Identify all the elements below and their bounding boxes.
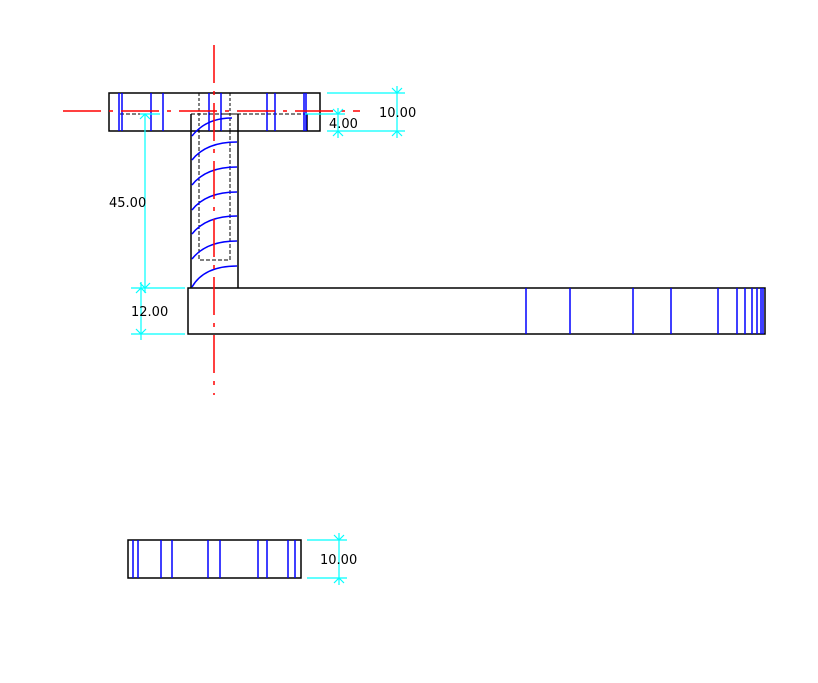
dim-flange-thickness: 10.00 xyxy=(379,106,416,121)
dim-detail-thickness: 10.00 xyxy=(320,553,357,568)
dimension-labels: 10.00 4.00 45.00 12.00 10.00 xyxy=(109,106,416,568)
dim-flange-step: 4.00 xyxy=(329,117,358,132)
base-bar xyxy=(187,287,766,335)
centerlines xyxy=(63,45,360,395)
dim-stem-height: 45.00 xyxy=(109,196,146,211)
dim-base-thickness: 12.00 xyxy=(131,305,168,320)
dimensions xyxy=(131,86,405,585)
detail-flange xyxy=(127,539,302,579)
